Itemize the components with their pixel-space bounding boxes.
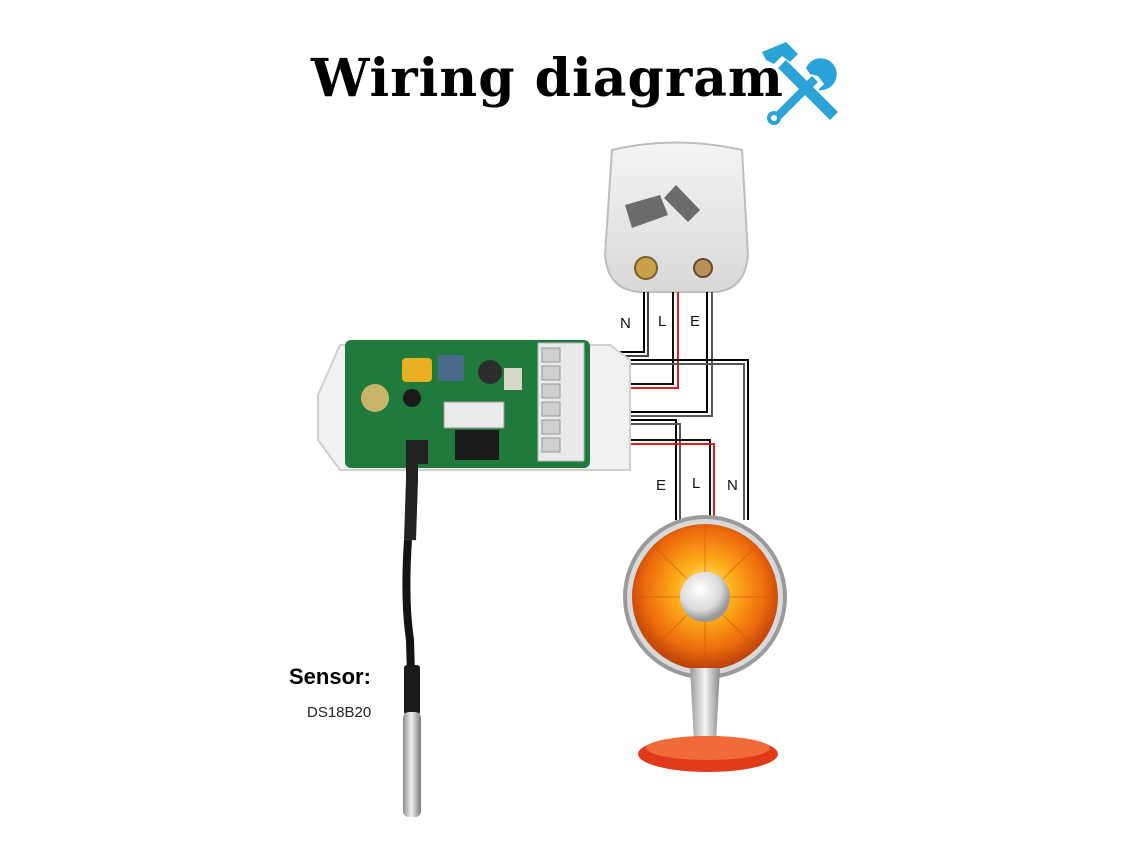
page-title: Wiring diagram bbox=[311, 48, 784, 109]
space-heater bbox=[623, 515, 787, 772]
wire-label-e-in: E bbox=[690, 313, 700, 330]
power-plug bbox=[603, 141, 750, 293]
wire-label-n-in: N bbox=[620, 315, 631, 332]
sensor-model: DS18B20 bbox=[307, 704, 372, 721]
sensor-title: Sensor: bbox=[289, 664, 371, 689]
wire-label-e-out: E bbox=[656, 477, 666, 494]
controller-module bbox=[317, 340, 631, 471]
wire-label-n-out: N bbox=[727, 477, 738, 494]
temperature-sensor bbox=[402, 440, 421, 817]
hammer-wrench-icon bbox=[762, 42, 838, 125]
wire-label-l-out: L bbox=[692, 475, 700, 492]
wire-label-l-in: L bbox=[658, 313, 666, 330]
